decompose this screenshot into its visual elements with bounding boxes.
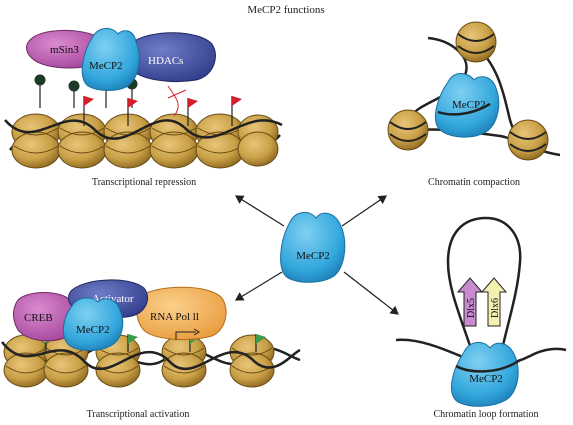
caption-transcriptional-repression: Transcriptional repression	[92, 177, 196, 188]
mecp2-protein-repression: MeCP2	[81, 28, 140, 91]
nucleosome	[95, 334, 141, 388]
nucleosome	[507, 119, 549, 161]
nucleosome	[57, 113, 107, 169]
arrow-to-repression	[234, 195, 285, 227]
nucleosome	[387, 109, 429, 151]
caption-chromatin-compaction: Chromatin compaction	[428, 177, 520, 188]
msin3-label: mSin3	[50, 44, 79, 56]
hdacs-protein: HDACs	[125, 32, 216, 83]
mecp2-label-compaction: MeCP2	[452, 99, 486, 111]
nucleosome	[103, 113, 153, 169]
histone-mark-flags-red	[83, 96, 242, 126]
nucleosome	[455, 21, 497, 63]
arrow-to-loop	[343, 271, 399, 315]
panel-transcriptional-repression: mSin3 HDACs MeCP2 Transcriptional repres…	[4, 28, 283, 188]
dna-loop	[446, 216, 522, 359]
msin3-protein: mSin3	[26, 29, 102, 69]
nucleosome-row	[11, 113, 279, 169]
rna-pol-ii-protein: RNA Pol ll	[136, 286, 227, 340]
panel-chromatin-compaction: MeCP2 Chromatin compaction	[387, 21, 561, 188]
dlx5-label: Dlx5	[466, 298, 477, 318]
mecp2-label-activation: MeCP2	[76, 324, 110, 336]
mecp2-protein-loop: MeCP2	[450, 342, 519, 407]
mecp2-label-repression: MeCP2	[89, 60, 123, 72]
hdacs-label: HDACs	[148, 55, 183, 67]
mecp2-label-loop: MeCP2	[469, 373, 503, 385]
caption-chromatin-loop-formation: Chromatin loop formation	[434, 409, 539, 420]
nucleosome	[3, 334, 49, 388]
creb-label: CREB	[24, 312, 53, 324]
dlx5-gene-arrow: Dlx5	[456, 277, 484, 327]
mecp2-protein-compaction: MeCP2	[435, 73, 500, 138]
caption-transcriptional-activation: Transcriptional activation	[87, 409, 190, 420]
creb-protein: CREB	[13, 292, 77, 342]
nucleosome	[11, 113, 61, 169]
arrow-to-activation	[234, 271, 283, 301]
deacetylation-arrow	[167, 85, 179, 117]
transcription-start-arrow	[175, 331, 196, 340]
mecp2-protein-activation: MeCP2	[63, 297, 124, 351]
panel-chromatin-loop-formation: Dlx5 Dlx6 MeCP2 Chromatin loop formation	[395, 216, 567, 420]
nucleosome	[149, 113, 199, 169]
center-mecp2-label: MeCP2	[296, 250, 330, 262]
nucleosome	[237, 114, 279, 167]
diagram-title: MeCP2 functions	[247, 4, 324, 16]
arrow-to-compaction	[341, 195, 387, 227]
panel-transcriptional-activation: CREB RNA Pol ll Activator MeCP2 Transcri…	[1, 279, 301, 420]
nucleosome	[195, 113, 245, 169]
dlx6-label: Dlx6	[490, 298, 501, 318]
dlx6-gene-arrow: Dlx6	[480, 277, 508, 327]
center-mecp2: MeCP2	[280, 212, 346, 283]
rna-pol-ii-label: RNA Pol ll	[150, 311, 199, 323]
nucleosome	[229, 334, 275, 388]
